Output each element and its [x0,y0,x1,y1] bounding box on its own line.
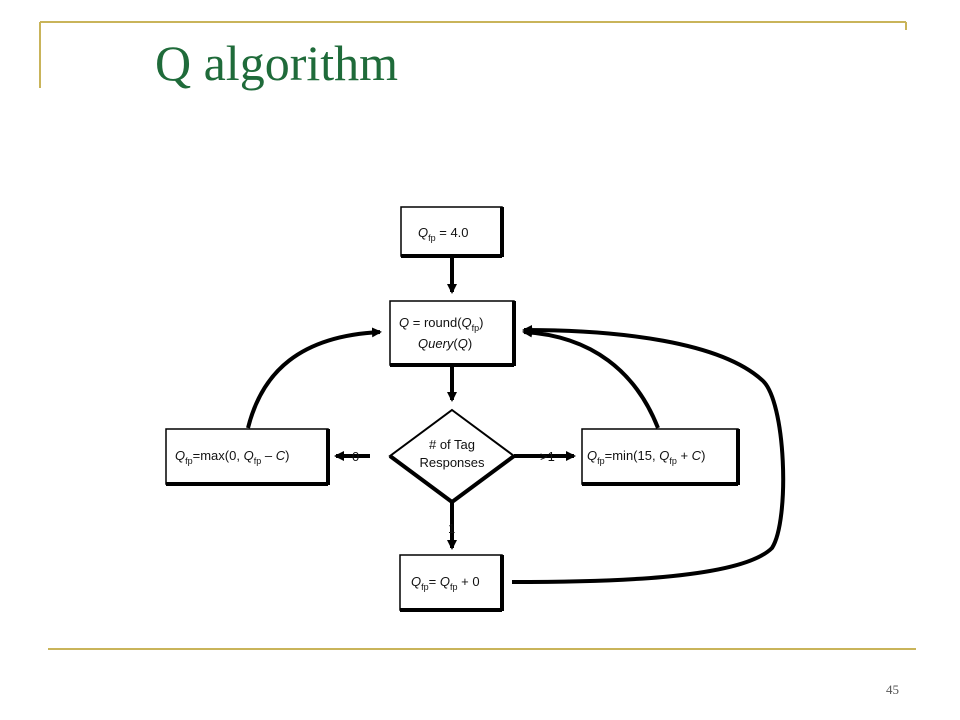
page-number: 45 [886,682,899,697]
bottom-box: Qfp= Qfp + 0 [399,554,504,612]
right-box: Qfp=min(15, Qfp + C) [581,428,740,486]
init-box: Qfp = 4.0 [400,206,504,258]
left-box-label: Qfp=max(0, Qfp – C) [175,448,289,466]
right-box-label: Qfp=min(15, Qfp + C) [587,448,705,466]
edge-label-zero: 0 [352,449,359,464]
left-box: Qfp=max(0, Qfp – C) [165,428,330,486]
decision-line2: Responses [419,455,485,470]
query-box: Q = round(Qfp) Query(Q) [389,300,516,367]
edge-label-greater-one: >1 [540,449,555,464]
decision-line1: # of Tag [429,437,475,452]
init-box-label: Qfp = 4.0 [418,225,469,243]
decision-diamond: # of Tag Responses [388,408,516,505]
curve-bottom-to-query [511,325,786,584]
slide-title: Q algorithm [155,35,399,91]
curve-left-to-query [246,327,382,429]
curve-right-to-query [522,327,660,429]
edge-label-one: 1 [448,521,455,536]
query-box-line2: Query(Q) [418,336,472,351]
query-box-line1: Q = round(Qfp) [399,315,484,333]
bottom-box-label: Qfp= Qfp + 0 [411,574,480,592]
